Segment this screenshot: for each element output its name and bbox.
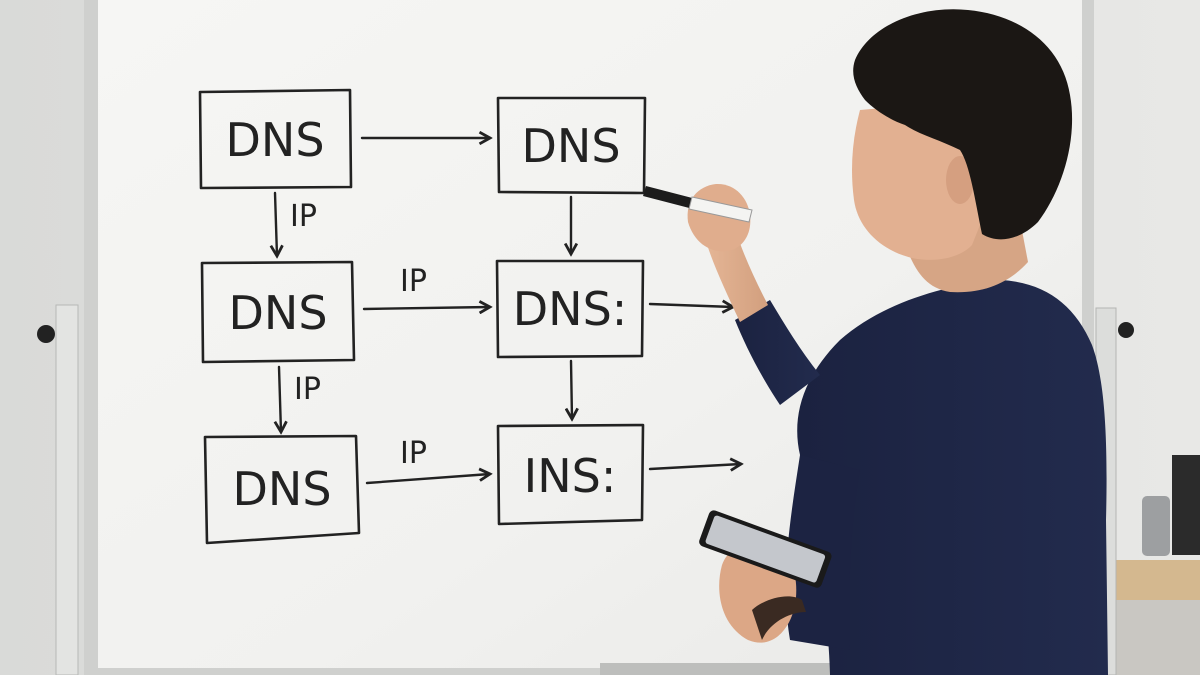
person xyxy=(643,9,1108,675)
box-3 xyxy=(200,260,356,364)
box-5-label: DNS xyxy=(232,462,331,516)
arrow-box4-to-box6 xyxy=(571,359,572,419)
watch xyxy=(752,596,806,640)
raised-forearm xyxy=(705,228,768,322)
box-1-label: DNS xyxy=(225,113,324,167)
stand-left-knob xyxy=(37,325,55,343)
arrow-box3-to-box4 xyxy=(362,307,490,309)
desk xyxy=(1112,560,1200,600)
shirt xyxy=(797,280,1108,675)
raised-arm-sleeve xyxy=(735,300,820,405)
ear xyxy=(946,156,974,204)
monitor xyxy=(1172,455,1200,555)
box-2-label: DNS xyxy=(521,119,620,173)
arrow-box1-to-box3 xyxy=(275,191,277,256)
arrow-label-ip-2: IP xyxy=(400,264,427,299)
marker xyxy=(643,186,753,223)
arrow-box4-out xyxy=(648,304,733,307)
arrow-box5-to-box6 xyxy=(365,474,490,485)
box-4 xyxy=(495,259,645,359)
arrow-box6-out xyxy=(648,464,741,469)
mug xyxy=(1142,496,1170,556)
box-1 xyxy=(198,88,353,190)
arrow-label-ip-1: IP xyxy=(290,199,317,234)
box-4-label: DNS: xyxy=(513,282,628,336)
stand-left-pole xyxy=(55,304,79,675)
desk-shadow xyxy=(1112,600,1200,675)
arrow-box3-to-box5 xyxy=(279,365,281,432)
box-3-label: DNS xyxy=(228,286,327,340)
stand-right-knob xyxy=(1118,322,1134,338)
box-6 xyxy=(496,423,645,526)
box-5 xyxy=(203,434,361,545)
phone xyxy=(699,510,832,588)
box-6-label: INS: xyxy=(524,449,617,503)
arrow-labels: IP IP IP IP xyxy=(290,199,427,471)
box-labels: DNS DNS DNS DNS: DNS INS: xyxy=(225,113,627,516)
arrow-label-ip-4: IP xyxy=(400,436,427,471)
arrow-label-ip-3: IP xyxy=(294,372,321,407)
hair xyxy=(853,9,1073,240)
